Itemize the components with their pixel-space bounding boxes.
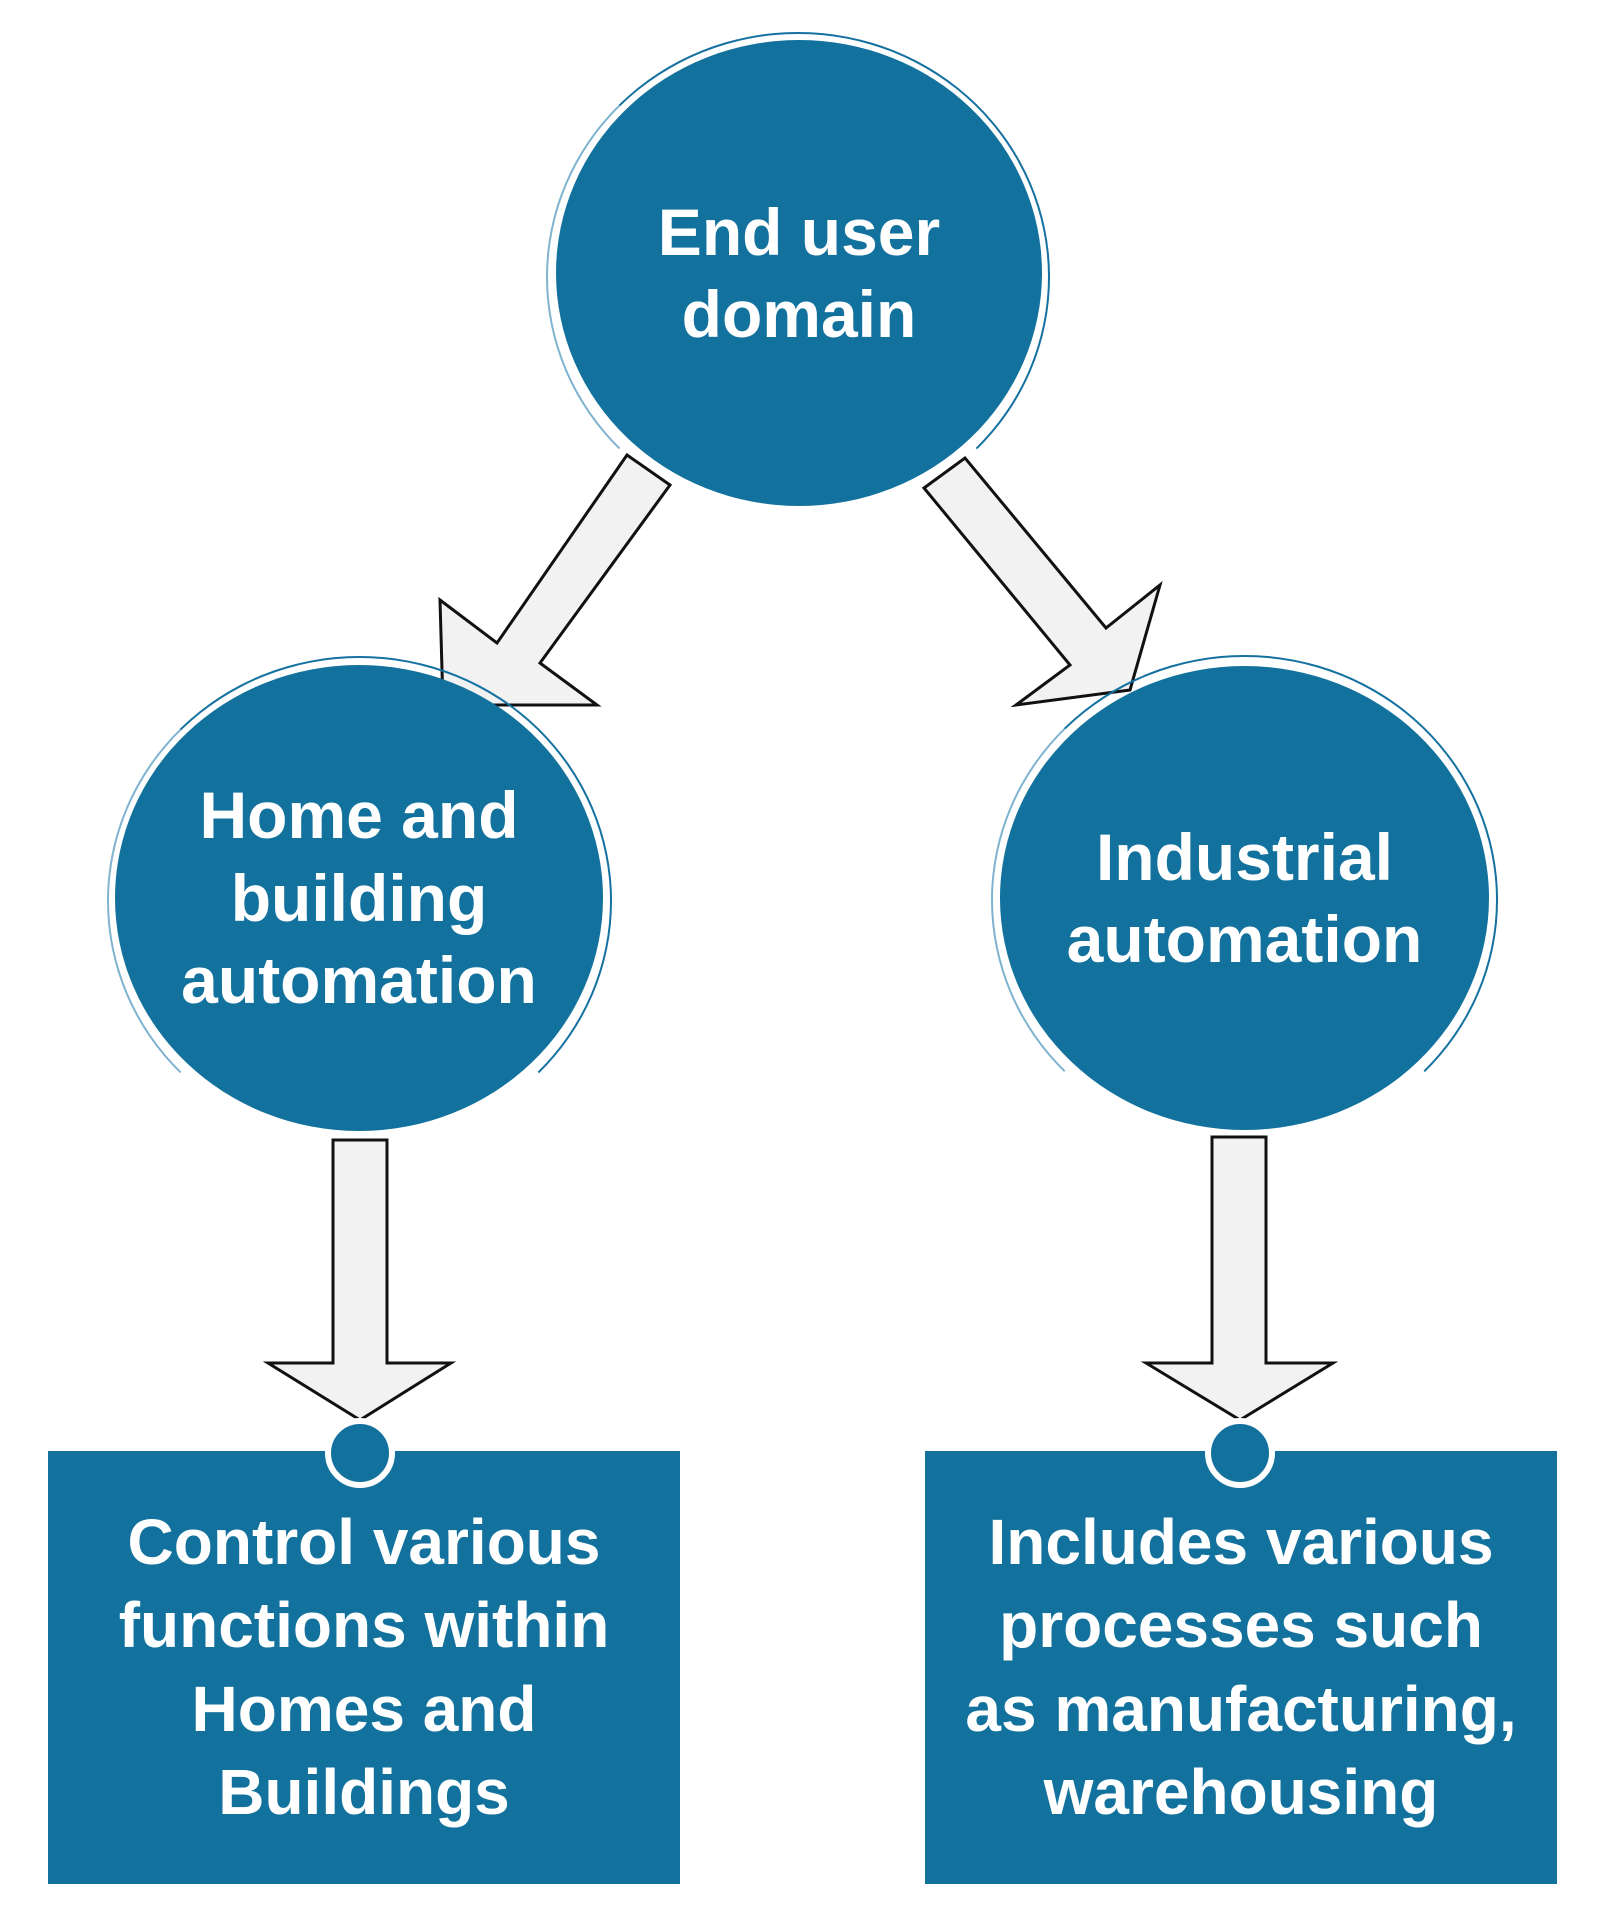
arrow-home-to-description [262,1138,457,1422]
industrial-description-text: Includes various processes such as manuf… [965,1506,1517,1828]
home-building-node: Home and building automation [115,665,603,1131]
root-node-ring [546,32,1050,522]
arrow-root-to-home [438,452,673,707]
home-node-ring [107,656,612,1146]
home-building-description-box: Control various functions within Homes a… [48,1451,680,1884]
root-node-label: End user domain [657,194,941,352]
industrial-node-ring [991,655,1498,1145]
industrial-description-box: Includes various processes such as manuf… [925,1451,1557,1884]
home-building-description-text: Control various functions within Homes a… [118,1506,610,1828]
root-node: End user domain [556,40,1042,506]
arrow-root-to-industrial [921,455,1163,708]
home-connector-dot [325,1418,395,1488]
industrial-node: Industrial automation [1000,666,1489,1130]
arrow-industrial-to-description [1140,1135,1339,1422]
industrial-connector-dot [1205,1418,1275,1488]
home-building-node-label: Home and building automation [181,778,537,1018]
industrial-node-label: Industrial automation [1066,819,1423,977]
